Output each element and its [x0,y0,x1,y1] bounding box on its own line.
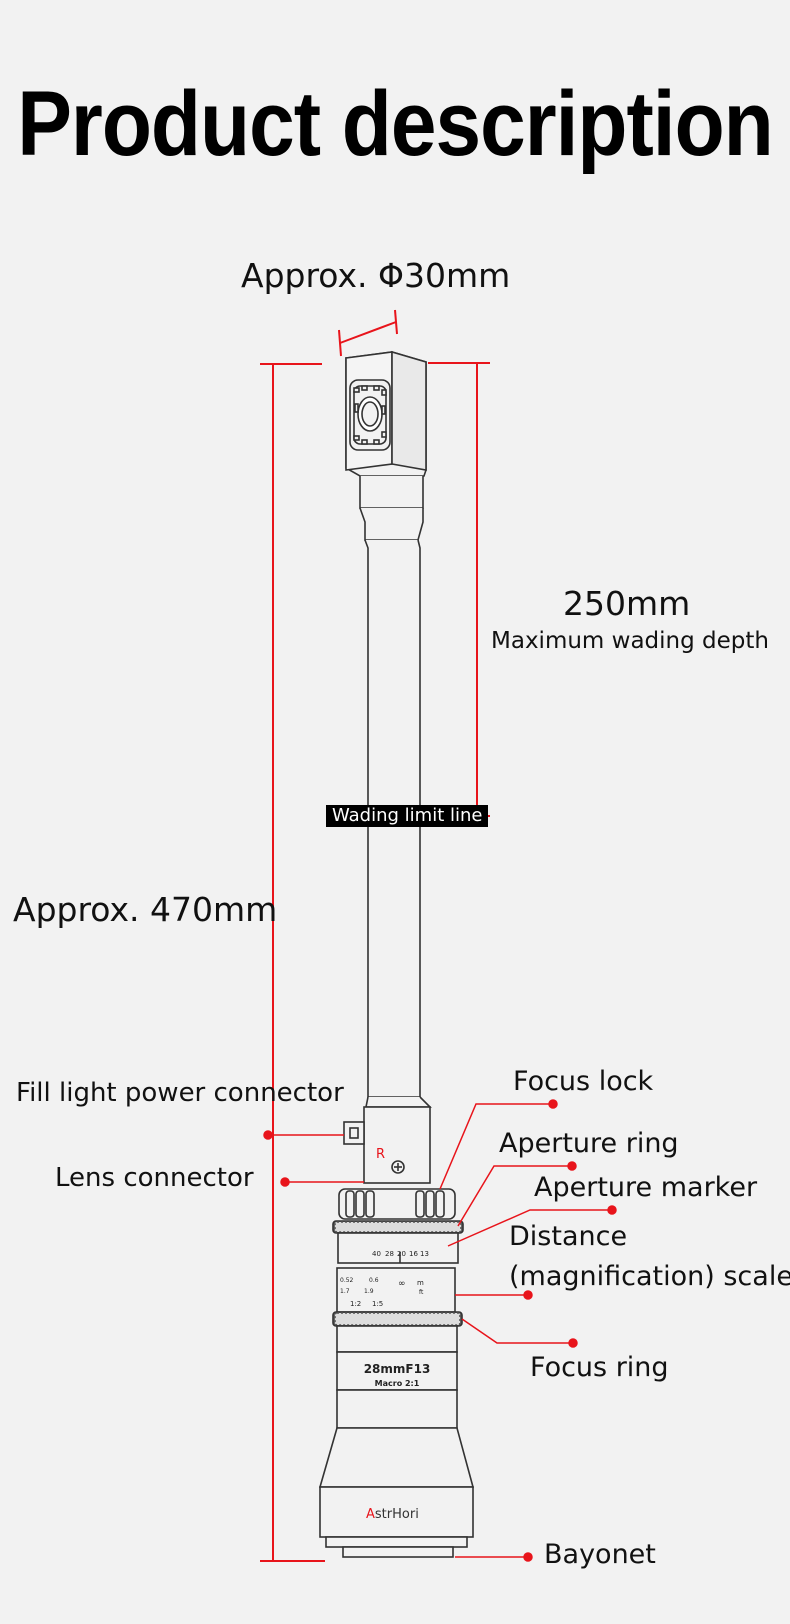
connector-letter: R [376,1147,385,1162]
callout-lens-connector: Lens connector [55,1163,254,1193]
callout-focus-ring: Focus ring [530,1352,669,1383]
total-length-label: Approx. 470mm [13,890,278,929]
page-title: Product description [17,73,774,176]
lens-markings: 40 28 20 16 13 0.52 0.6 ∞ m 1.7 1.9 ft 1… [340,1250,430,1522]
distance-19: 1.9 [364,1288,374,1295]
connector-block [343,1096,432,1184]
lens-model: 28mmF13 [364,1362,431,1376]
wading-depth-value: 250mm [563,584,691,623]
callout-leaders [263,1099,617,1562]
callout-aperture-marker: Aperture marker [534,1172,758,1203]
camera-head [345,350,427,1098]
distance-inf: ∞ [398,1279,406,1289]
aperture-scale-20: 20 [397,1250,406,1258]
brand-rest: strHori [375,1507,419,1522]
diameter-label: Approx. Φ30mm [241,256,511,295]
brand-name: AstrHori [366,1507,419,1522]
magnification-12: 1:2 [350,1300,361,1308]
lens-macro: Macro 2:1 [375,1379,420,1388]
brand-initial: A [366,1507,375,1522]
distance-06: 0.6 [369,1277,379,1284]
diameter-line [339,321,397,344]
magnification-15: 1:5 [372,1300,383,1308]
callout-distance-scale-line1: Distance [509,1221,628,1252]
aperture-scale-28: 28 [385,1250,394,1258]
callout-fill-light: Fill light power connector [16,1078,344,1108]
callout-bayonet: Bayonet [544,1539,656,1570]
wading-depth-label: Maximum wading depth [491,628,769,654]
callout-aperture-ring: Aperture ring [499,1128,679,1159]
distance-ft: ft [419,1289,424,1296]
distance-052: 0.52 [340,1277,354,1284]
callout-distance-scale-line2: (magnification) scale [509,1261,790,1292]
distance-17: 1.7 [340,1288,350,1295]
callout-focus-lock: Focus lock [513,1066,654,1097]
aperture-scale-40: 40 [372,1250,381,1258]
aperture-scale-16: 16 [409,1250,418,1258]
lens-body [318,1188,475,1558]
aperture-scale-13: 13 [420,1250,429,1258]
distance-m: m [417,1279,424,1287]
wading-limit-label: Wading limit line [326,805,489,827]
